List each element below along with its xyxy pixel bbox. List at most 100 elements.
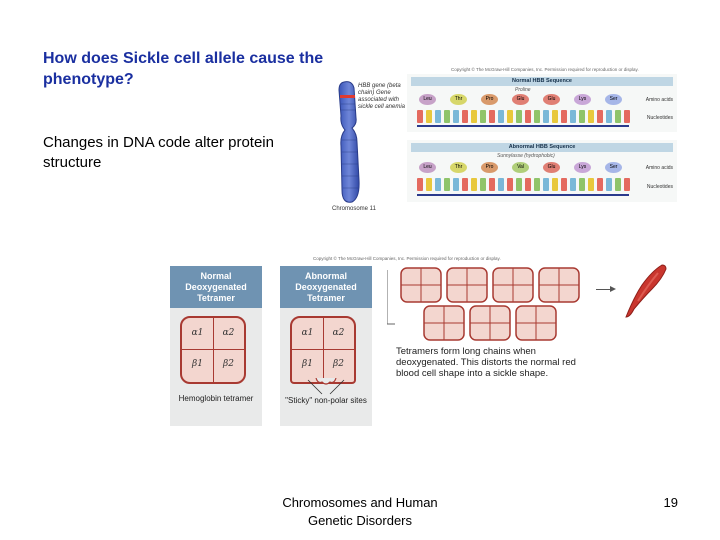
normal-tetramer-card: Normal Deoxygenated Tetramer α1 α2 β1 β2… xyxy=(170,266,262,426)
amino-acid-oval: Thr xyxy=(450,162,467,173)
abnormal-tetramer-unit xyxy=(447,268,487,302)
nucleotide-bar xyxy=(525,178,531,191)
abnormal-tetramer-unit xyxy=(516,306,556,340)
nucleotide-bar xyxy=(570,178,576,191)
amino-acid-oval: Lys xyxy=(574,94,591,105)
alpha2-subunit: α2 xyxy=(213,318,244,349)
amino-acid-oval: Ser xyxy=(605,162,622,173)
nucleotide-bar xyxy=(444,178,450,191)
nucleotide-bar xyxy=(525,110,531,123)
hbb-gene-marker xyxy=(340,95,355,98)
amino-acid-oval: Lys xyxy=(574,162,591,173)
slide-body-text: Changes in DNA code alter protein struct… xyxy=(43,133,303,173)
abnormal-hbb-sequence-panel: Abnormal HBB Sequence Sunnylasse (hydrop… xyxy=(407,140,677,202)
hemoglobin-copyright: Copyright © The McGraw-Hill Companies, I… xyxy=(313,256,501,261)
nucleotide-bar xyxy=(588,178,594,191)
nucleotide-bar xyxy=(606,110,612,123)
amino-acid-oval: Leu xyxy=(419,94,436,105)
nucleotide-bar xyxy=(435,110,441,123)
nucleotide-bar xyxy=(624,178,630,191)
slide-title: How does Sickle cell allele cause the ph… xyxy=(43,48,333,90)
chromosome-figure: HBB gene (beta chain) Gene associated wi… xyxy=(330,80,405,215)
nucleotide-bar xyxy=(597,110,603,123)
abnormal-nucleotides-label: Nucleotides xyxy=(647,184,673,190)
nucleotide-bar xyxy=(426,178,432,191)
nucleotide-bar xyxy=(444,110,450,123)
beta1-subunit: β1 xyxy=(182,349,213,380)
nucleotide-bar xyxy=(471,178,477,191)
normal-tetramer-diagram: α1 α2 β1 β2 xyxy=(180,316,246,384)
nucleotide-bar xyxy=(471,110,477,123)
nucleotide-bar xyxy=(615,178,621,191)
nucleotide-bar xyxy=(507,178,513,191)
nucleotide-bar xyxy=(489,178,495,191)
nucleotide-bar xyxy=(480,178,486,191)
normal-sequence-header: Normal HBB Sequence xyxy=(411,77,673,86)
amino-acid-oval: Pro xyxy=(481,162,498,173)
tetramer-chain-diagram xyxy=(387,266,587,346)
normal-hbb-sequence-panel: Copyright © The McGraw-Hill Companies, I… xyxy=(407,74,677,132)
nucleotide-bar xyxy=(579,110,585,123)
amino-acid-oval: Glu xyxy=(543,162,560,173)
abnormal-tetramer-card: Abnormal Deoxygenated Tetramer α1 α2 β1 … xyxy=(280,266,372,426)
nucleotide-bar xyxy=(543,178,549,191)
nucleotide-bar xyxy=(606,178,612,191)
nucleotide-bar xyxy=(435,178,441,191)
chromosome-caption: Chromosome 11 xyxy=(332,206,376,212)
alpha2-subunit: α2 xyxy=(323,318,354,349)
alpha1-subunit: α1 xyxy=(182,318,213,349)
nucleotide-bar xyxy=(489,110,495,123)
beta2-subunit: β2 xyxy=(213,349,244,380)
nucleotide-bar xyxy=(543,110,549,123)
normal-amino-acids-label: Amino acids xyxy=(646,97,673,103)
footer-text: Chromosomes and Human Genetic Disorders xyxy=(270,494,450,530)
nucleotide-bar xyxy=(552,178,558,191)
amino-acid-oval: Glu xyxy=(512,94,529,105)
abnormal-tetramer-unit xyxy=(470,306,510,340)
nucleotide-bar xyxy=(570,110,576,123)
abnormal-tetramer-unit xyxy=(539,268,579,302)
amino-acid-oval: Pro xyxy=(481,94,498,105)
abnormal-sequence-note: Sunnylasse (hydrophobic) xyxy=(497,153,555,159)
abnormal-tetramer-title: Abnormal Deoxygenated Tetramer xyxy=(280,266,372,308)
nucleotide-bar xyxy=(516,178,522,191)
nucleotide-bar xyxy=(417,110,423,123)
normal-dna-strand xyxy=(417,125,629,127)
nucleotide-bar xyxy=(516,110,522,123)
abnormal-tetramer-diagram: α1 α2 β1 β2 xyxy=(290,316,356,384)
abnormal-amino-acids-label: Amino acids xyxy=(646,165,673,171)
hbb-gene-label: HBB gene (beta chain) Gene associated wi… xyxy=(358,83,406,111)
nucleotide-bar xyxy=(597,178,603,191)
arrow-right-icon xyxy=(610,286,616,292)
nucleotide-bar xyxy=(534,110,540,123)
amino-acid-oval: Leu xyxy=(419,162,436,173)
amino-acid-oval: Thr xyxy=(450,94,467,105)
nucleotide-bar xyxy=(615,110,621,123)
nucleotide-bar xyxy=(561,110,567,123)
amino-acid-oval: Glu xyxy=(543,94,560,105)
tetramer-chain-caption: Tetramers form long chains when deoxygen… xyxy=(396,346,582,379)
normal-sequence-note: Proline xyxy=(515,87,531,93)
abnormal-sequence-header: Abnormal HBB Sequence xyxy=(411,143,673,152)
beta2-subunit: β2 xyxy=(323,349,354,380)
sticky-sites-caption: "Sticky" non-polar sites xyxy=(280,396,372,406)
nucleotide-bar xyxy=(561,178,567,191)
abnormal-tetramer-unit xyxy=(493,268,533,302)
normal-nucleotides-label: Nucleotides xyxy=(647,115,673,121)
abnormal-dna-strand xyxy=(417,194,629,196)
nucleotide-bar xyxy=(624,110,630,123)
nucleotide-bar xyxy=(453,178,459,191)
beta1-subunit: β1 xyxy=(292,349,323,380)
normal-tetramer-caption: Hemoglobin tetramer xyxy=(170,394,262,404)
nucleotide-bar xyxy=(579,178,585,191)
nucleotide-bar xyxy=(552,110,558,123)
nucleotide-bar xyxy=(498,178,504,191)
nucleotide-bar xyxy=(453,110,459,123)
nucleotide-bar xyxy=(507,110,513,123)
nucleotide-bar xyxy=(462,110,468,123)
sickle-cell-image xyxy=(622,263,668,319)
nucleotide-bar xyxy=(462,178,468,191)
sequence-copyright: Copyright © The McGraw-Hill Companies, I… xyxy=(451,67,639,72)
nucleotide-bar xyxy=(426,110,432,123)
alpha1-subunit: α1 xyxy=(292,318,323,349)
